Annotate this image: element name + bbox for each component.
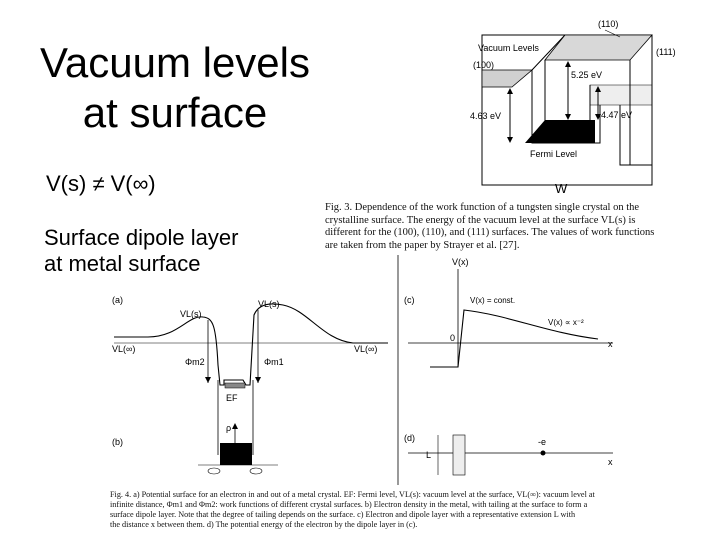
vx-axis-label: V(x) [452,257,469,267]
bullet-dipole-layer: Surface dipole layer at metal surface [44,225,238,277]
fig4-caption-line: surface dipole layer. Note that the degr… [110,510,576,519]
arrow-447-head-up [595,86,601,92]
fig3-caption-line: Fig. 3. Dependence of the work function … [325,202,640,213]
arrow-463-head-up [507,88,513,94]
zero-label: 0 [450,333,455,343]
fig4-caption: Fig. 4. a) Potential surface for an elec… [110,490,620,530]
ef-label: EF [226,393,238,403]
vl-s-left: VL(s) [180,309,202,319]
fig4-caption-line: the distance x between them. d) The pote… [110,520,418,529]
label-525: 5.25 eV [571,70,602,80]
top-face-100 [481,69,534,88]
label-element: W [555,181,568,196]
fig3-caption-line: different for the (100), (110), and (111… [325,227,655,238]
label-100: (100) [473,60,494,70]
potential-energy-curve [430,309,599,368]
top-face-111 [589,84,653,106]
label-447: 4.47 eV [601,110,632,120]
l-label: L [426,450,431,460]
dipole-layer [452,434,466,476]
electron-density [220,443,252,465]
fig4-caption-line: Fig. 4. a) Potential surface for an elec… [110,490,595,499]
title-line-1: Vacuum levels [39,39,310,86]
panel-c-label: (c) [404,295,415,305]
label-111: (111) [656,47,676,57]
rho-arrow-head [232,423,238,429]
fermi-sea [224,382,246,389]
phi2-arrow-head [205,377,211,383]
c-x-label: x [608,339,613,349]
label-110: (110) [598,19,618,29]
fig4-caption-line: infinite distance, Φm1 and Φm2: work fun… [110,500,588,509]
tungsten-work-function-figure: (110) (111) (100) Vacuum Levels 5.25 eV … [470,19,676,196]
phi2-label: Φm2 [185,357,205,367]
vl-inf-left: VL(∞) [112,344,135,354]
dipole-left [207,467,221,475]
dipole-right [249,467,263,475]
panel-d-label: (d) [404,433,415,443]
fig3-caption: Fig. 3. Dependence of the work function … [325,202,685,252]
arrow-525-head-up [565,61,571,67]
arrow-463-head-down [507,137,513,143]
fig3-caption-line: are taken from the paper by Strayer et a… [325,239,520,251]
arrow-447-head-down [595,114,601,120]
panel-b-label: (b) [112,437,123,447]
label-463: 4.63 eV [470,111,501,121]
potential-surface-figure: (a) VL(s) VL(s) VL(∞) VL(∞) Φm2 Φm1 EF (… [112,255,613,485]
d-x-label: x [608,457,613,467]
label-vacuum-levels: Vacuum Levels [478,43,539,53]
slide-title: Vacuum levels at surface [20,38,330,138]
vl-inf-right: VL(∞) [354,344,377,354]
fermi-plate [525,120,595,143]
leader-110 [604,29,621,38]
panel-a-label: (a) [112,295,123,305]
rho-label: ρ [226,423,231,433]
vx-inv: V(x) ∝ x⁻² [548,318,584,327]
phi1-label: Φm1 [264,357,284,367]
bullet-line-2: at metal surface [44,251,201,276]
vx-const: V(x) = const. [470,296,515,305]
arrow-525-head-down [565,114,571,120]
vl-s-right: VL(s) [258,299,280,309]
label-fermi: Fermi Level [530,149,577,159]
potential-curve [114,303,388,386]
title-line-2: at surface [82,89,268,136]
fig3-caption-line: crystalline surface. The energy of the v… [325,214,636,226]
minus-e-label: -e [538,437,546,447]
phi1-arrow-head [255,377,261,383]
bullet-vacuum-levels: V(s) ≠ V(∞) [46,171,156,196]
bullet-line-1: Surface dipole layer [44,225,239,250]
electron-dot [540,450,546,456]
